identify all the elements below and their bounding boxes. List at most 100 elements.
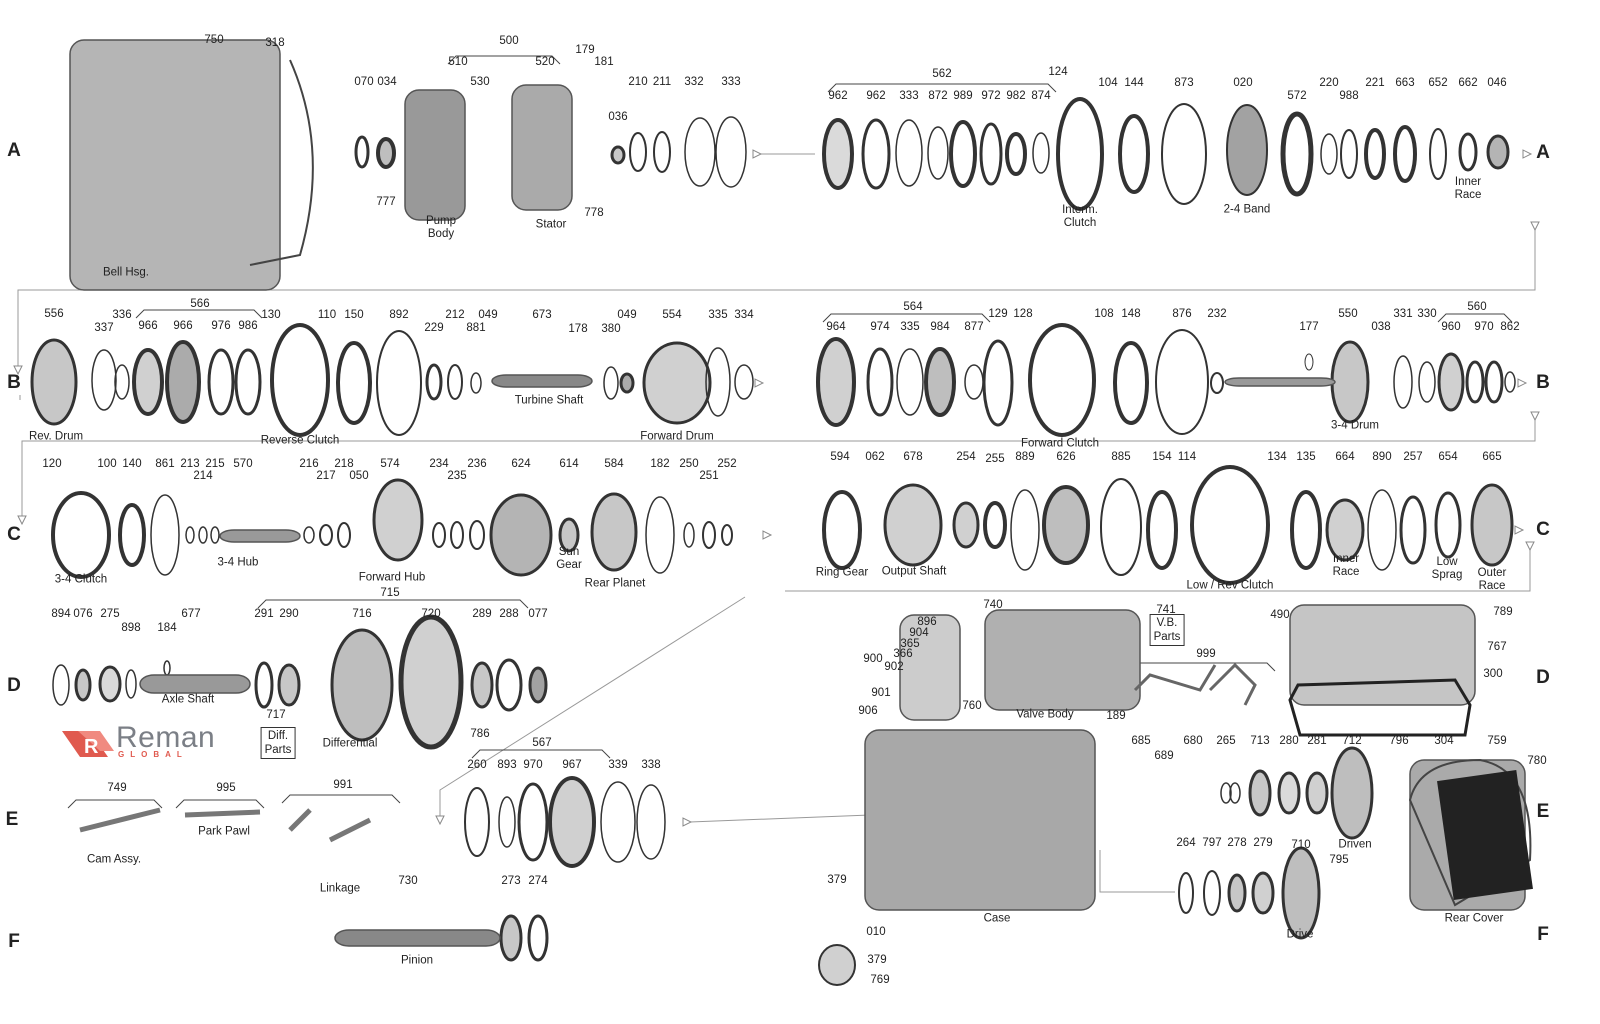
part-ring xyxy=(498,796,516,848)
part-ring xyxy=(684,117,716,187)
part-ring xyxy=(1248,769,1272,817)
part-ring xyxy=(1210,372,1224,394)
part-callout-number: 181 xyxy=(594,56,614,68)
part-ring xyxy=(464,787,490,857)
part-ring xyxy=(1434,491,1462,559)
part-ring xyxy=(883,483,943,567)
part-callout-number: 796 xyxy=(1389,735,1409,747)
part-name-label: Pump Body xyxy=(425,215,457,240)
part-ring xyxy=(469,520,485,550)
part-callout-number: 995 xyxy=(216,782,236,794)
part-ring xyxy=(499,914,523,962)
part-ring xyxy=(517,782,549,862)
flow-arrow-icon xyxy=(13,365,23,376)
part-ring xyxy=(1100,478,1142,576)
part-callout-number: 877 xyxy=(964,321,984,333)
part-callout-number: 279 xyxy=(1253,837,1273,849)
part-ring xyxy=(277,663,301,707)
part-callout-number: 767 xyxy=(1487,641,1507,653)
part-callout-number: 335 xyxy=(708,309,728,321)
part-name-label: Forward Clutch xyxy=(1021,437,1099,450)
part-callout-number: 020 xyxy=(1233,77,1253,89)
part-callout-number: 338 xyxy=(641,759,661,771)
part-callout-number: 760 xyxy=(962,700,982,712)
part-callout-number: 862 xyxy=(1500,321,1520,333)
linkage-parts xyxy=(79,807,372,843)
part-ring xyxy=(1280,111,1314,197)
part-callout-number: 010 xyxy=(866,926,886,938)
part-callout-number: 049 xyxy=(478,309,498,321)
part-callout-number: 893 xyxy=(497,759,517,771)
part-callout-number: 906 xyxy=(858,705,878,717)
row-letter: B xyxy=(7,372,21,393)
part-callout-number: 304 xyxy=(1434,735,1454,747)
flow-arrow-icon xyxy=(1530,221,1540,232)
part-callout-number: 972 xyxy=(981,90,1001,102)
part-callout-number: 278 xyxy=(1227,837,1247,849)
rear-cover-gasket-304 xyxy=(1408,758,1532,907)
part-ring xyxy=(1277,771,1301,815)
part-name-label: Case xyxy=(983,912,1011,925)
part-ring xyxy=(91,349,117,411)
part-ring xyxy=(896,348,924,416)
gasket-318 xyxy=(249,59,314,266)
part-callout-number: 564 xyxy=(903,301,923,313)
part-callout-number: 236 xyxy=(467,458,487,470)
part-callout-number: 964 xyxy=(826,321,846,333)
part-callout-number: 366 xyxy=(893,648,913,660)
part-callout-number: 334 xyxy=(734,309,754,321)
part-ring xyxy=(949,120,977,188)
part-callout-number: 584 xyxy=(604,458,624,470)
part-ring xyxy=(1281,846,1321,940)
row-letter: E xyxy=(1536,801,1550,822)
group-bracket xyxy=(67,799,163,809)
part-callout-number: 594 xyxy=(830,451,850,463)
part-callout-number: 250 xyxy=(679,458,699,470)
part-callout-number: 154 xyxy=(1152,451,1172,463)
part-ring xyxy=(1418,361,1436,403)
part-ring xyxy=(866,347,894,417)
part-ring xyxy=(1010,489,1040,571)
part-callout-number: 110 xyxy=(317,309,337,321)
logo-sub: GLOBAL xyxy=(118,750,188,759)
part-ring xyxy=(1304,353,1314,371)
part-name-label: Interm. Clutch xyxy=(1062,204,1098,229)
part-callout-number: 254 xyxy=(956,451,976,463)
part-callout-number: 663 xyxy=(1395,77,1415,89)
part-ring xyxy=(1251,871,1275,915)
part-ring xyxy=(270,323,330,437)
part-callout-number: 677 xyxy=(181,608,201,620)
part-ring xyxy=(372,478,424,562)
part-callout-number: 678 xyxy=(903,451,923,463)
part-ring xyxy=(398,614,464,750)
part-ring xyxy=(822,490,862,570)
group-bracket xyxy=(1129,662,1276,672)
part-callout-number: 120 xyxy=(42,458,62,470)
part-callout-number: 134 xyxy=(1267,451,1287,463)
group-bracket xyxy=(827,83,1057,93)
parts-box-label: Diff. Parts xyxy=(260,727,296,759)
part-name-label: Stator xyxy=(535,218,567,231)
group-bracket xyxy=(1437,313,1513,323)
part-name-label: 2-4 Band xyxy=(1223,203,1271,216)
flow-arrow-icon xyxy=(1522,149,1533,159)
part-callout-number: 179 xyxy=(575,44,595,56)
part-ring xyxy=(1190,465,1270,585)
part-callout-number: 989 xyxy=(953,90,973,102)
part-callout-number: 896 xyxy=(917,616,937,628)
part-ring xyxy=(895,119,923,187)
part-callout-number: 901 xyxy=(871,687,891,699)
flow-arrow-icon xyxy=(1514,525,1525,535)
part-callout-number: 730 xyxy=(398,875,418,887)
part-ring xyxy=(1437,352,1465,412)
part-name-label: Low Sprag xyxy=(1431,556,1463,581)
part-name-label: Output Shaft xyxy=(881,565,947,578)
valve-body xyxy=(984,609,1141,711)
part-callout-number: 562 xyxy=(932,68,952,80)
part-callout-number: 889 xyxy=(1015,451,1035,463)
part-ring xyxy=(1056,97,1104,211)
part-ring xyxy=(822,118,854,190)
part-callout-number: 898 xyxy=(121,622,141,634)
group-bracket xyxy=(135,309,263,319)
row-letter: E xyxy=(5,809,19,830)
